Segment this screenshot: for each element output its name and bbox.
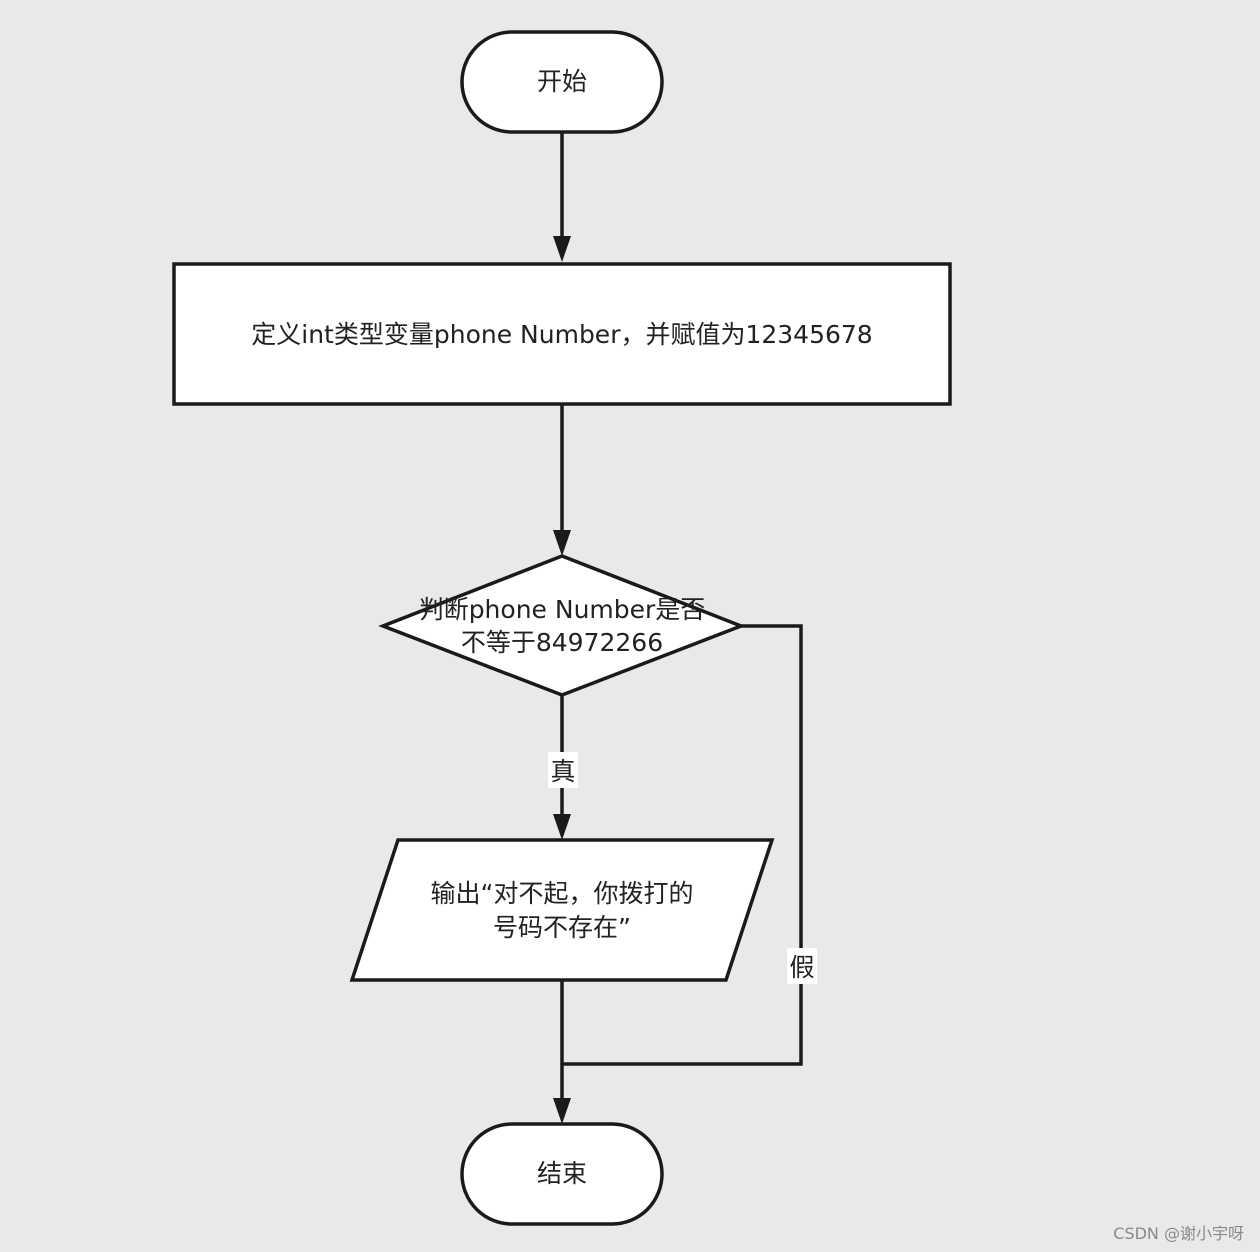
true-label-bg (548, 752, 578, 788)
start-label: 开始 (537, 67, 587, 96)
decision-label-line2: 不等于84972266 (461, 628, 663, 657)
edge-decision-to-output: 真 (548, 695, 578, 840)
output-node: 输出“对不起，你拨打的 号码不存在” (349, 838, 775, 982)
watermark: CSDN @谢小宇呀 (1113, 1224, 1244, 1243)
start-node: 开始 (460, 30, 664, 134)
edge-line (562, 624, 803, 1066)
decision-node: 判断phone Number是否 不等于84972266 (378, 554, 746, 697)
output-label-line1: 输出“对不起，你拨打的 (431, 879, 694, 908)
decision-shape (378, 554, 746, 697)
edge-define-to-decision (553, 404, 571, 556)
define-shape (172, 262, 952, 406)
arrowhead-icon (553, 530, 571, 556)
end-node: 结束 (460, 1122, 664, 1226)
arrowhead-icon (553, 814, 571, 840)
define-label: 定义int类型变量phone Number，并赋值为12345678 (251, 320, 872, 349)
output-shape (349, 838, 775, 982)
edge-start-to-define (553, 132, 571, 262)
false-label-bg (787, 948, 817, 984)
true-label: 真 (550, 757, 575, 786)
define-node: 定义int类型变量phone Number，并赋值为12345678 (172, 262, 952, 406)
false-label: 假 (789, 953, 814, 982)
end-shape (460, 1122, 664, 1226)
edge-decision-to-end-false: 假 (562, 624, 817, 1066)
output-label-line2: 号码不存在” (493, 913, 631, 942)
edge-output-to-end (553, 980, 571, 1124)
arrowhead-icon (553, 236, 571, 262)
end-label: 结束 (537, 1159, 587, 1188)
arrowhead-icon (553, 1098, 571, 1124)
decision-label-line1: 判断phone Number是否 (419, 595, 706, 624)
